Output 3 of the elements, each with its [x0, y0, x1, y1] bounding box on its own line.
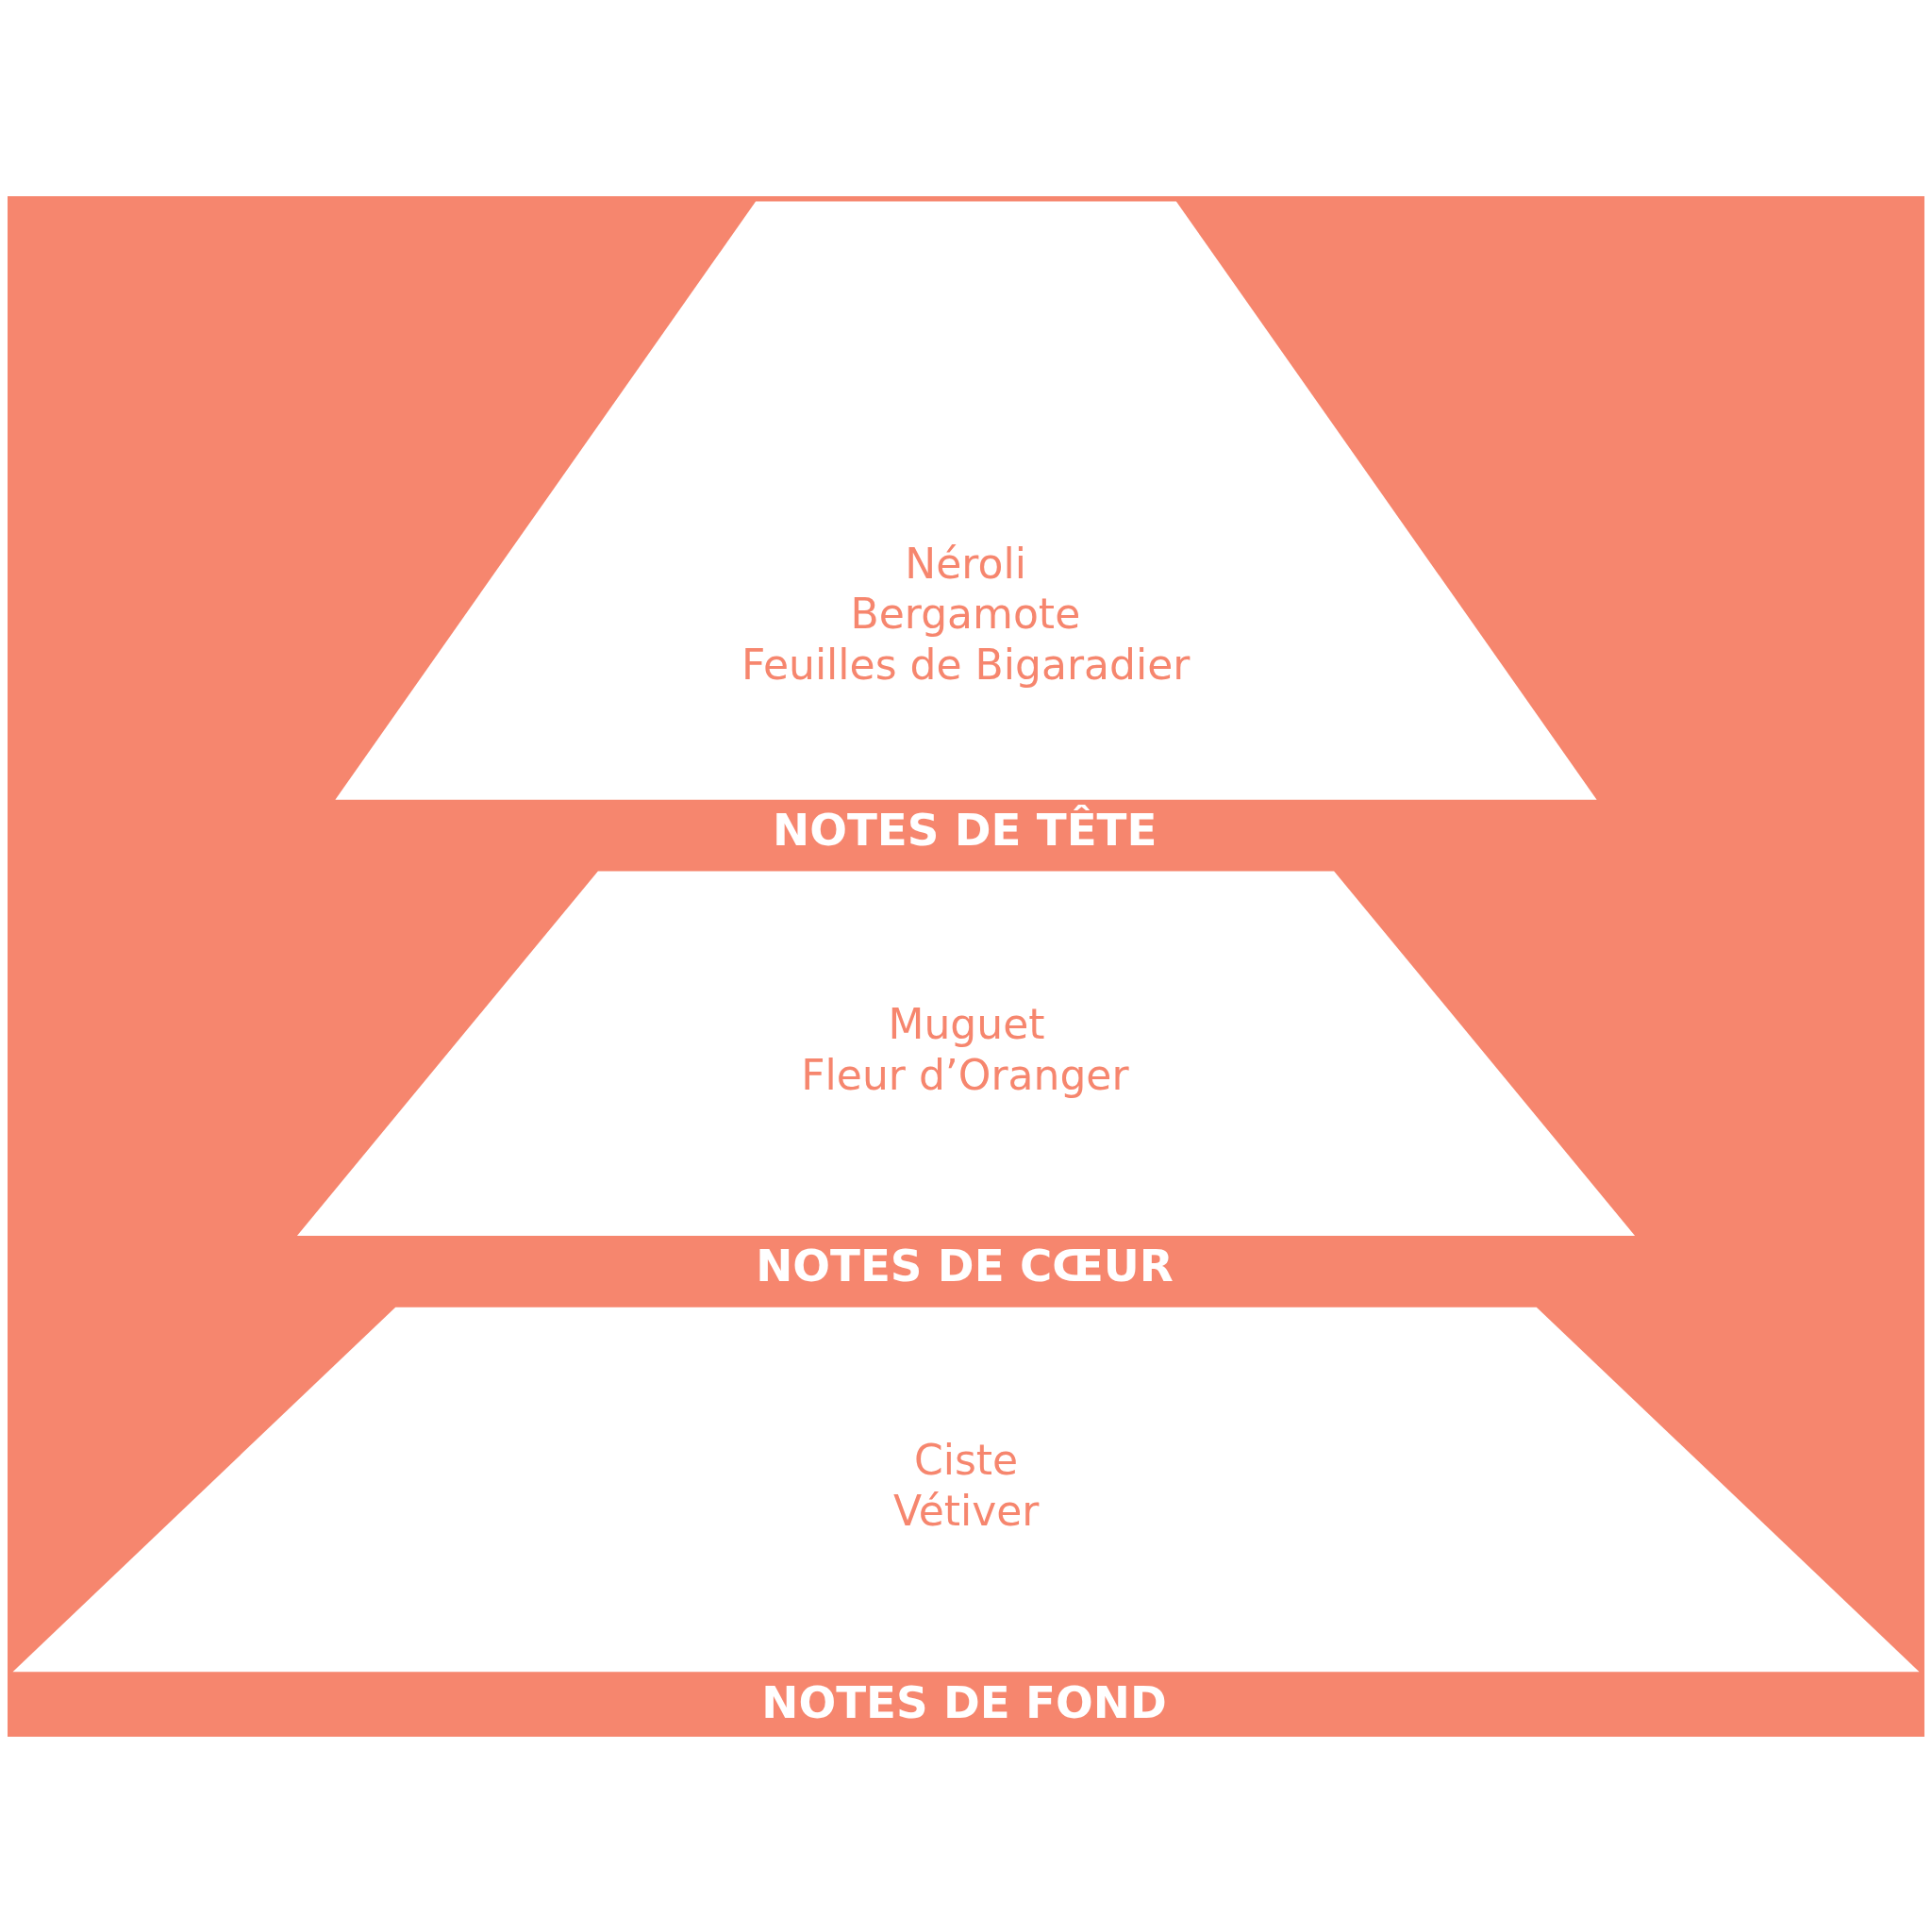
- node-label: NOTES DE FOND: [761, 1676, 1167, 1728]
- node-label: NOTES DE CŒUR: [756, 1240, 1174, 1291]
- node-label: NOTES DE TÊTE: [773, 804, 1158, 856]
